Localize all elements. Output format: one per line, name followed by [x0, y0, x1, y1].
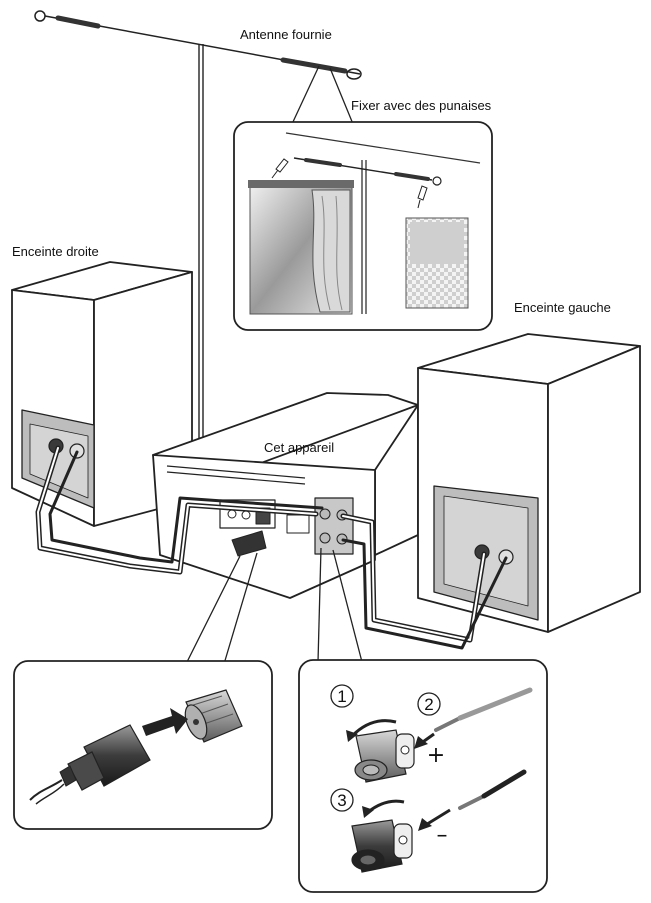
callout-line: [291, 65, 320, 125]
fix-with-pins-label: Fixer avec des punaises: [351, 98, 492, 113]
main-unit: [152, 392, 419, 599]
speaker-terminal-minus-icon: [351, 819, 413, 873]
speaker-terminal-inset: 1 2 3 +: [298, 659, 548, 893]
antenna-label: Antenne fournie: [240, 27, 332, 42]
speaker-terminal-plus-icon: [354, 729, 415, 783]
minus-sign: –: [437, 823, 448, 848]
step-3-label: 3: [337, 791, 346, 810]
step-2-badge: [417, 692, 441, 716]
antenna-jack-icon: [184, 689, 243, 743]
step-1-label: 1: [337, 687, 346, 706]
curtain: [311, 189, 351, 313]
step-3-badge: [330, 788, 354, 812]
callout-line: [223, 552, 258, 665]
speaker-terminal-panel: [314, 497, 354, 555]
plus-sign: +: [427, 743, 445, 768]
wall-mount-inset: [233, 121, 493, 331]
callout-line: [332, 549, 363, 663]
arrow-icon: [142, 708, 188, 736]
antenna-weight-left: [55, 15, 101, 29]
rotate-arrow-icon: [350, 719, 397, 738]
speaker-left: [417, 333, 641, 633]
speaker-left-label: Enceinte gauche: [514, 300, 611, 315]
antenna-plug-inset: [13, 660, 273, 830]
speaker-cables: [35, 445, 508, 650]
speaker-right: [11, 261, 193, 527]
antenna-loop-left: [34, 10, 46, 22]
pushpin-icon: [271, 158, 289, 179]
antenna-loop-right: [346, 68, 362, 80]
callout-line: [317, 547, 322, 663]
callout-line: [185, 555, 241, 665]
step-2-label: 2: [424, 695, 433, 714]
callout-line: [329, 67, 354, 125]
step-1-badge: [330, 684, 354, 708]
speaker-wire-minus-icon: [458, 769, 527, 810]
unit-label: Cet appareil: [264, 440, 335, 455]
speaker-right-label: Enceinte droite: [12, 244, 99, 259]
speaker-wire-plus-icon: [434, 687, 533, 732]
antenna-weight-right: [280, 57, 348, 74]
antenna-plug-icon: [29, 724, 151, 805]
curtain-rail: [248, 180, 354, 188]
pushpin-icon: [417, 185, 428, 209]
